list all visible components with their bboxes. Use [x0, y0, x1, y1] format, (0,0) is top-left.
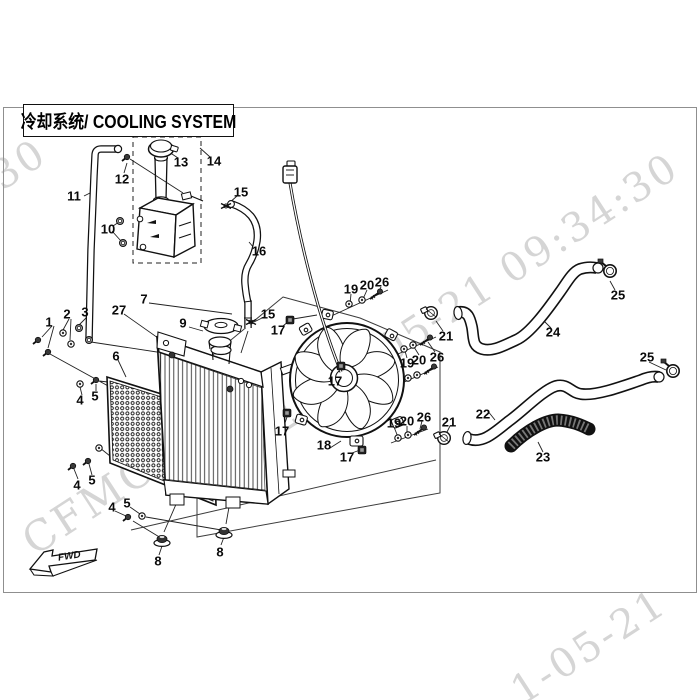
reservoir-tank: [136, 139, 204, 259]
corrugated-hose: [504, 413, 596, 453]
screw-26-icon: [419, 333, 434, 347]
washer-2-icon: [67, 340, 75, 348]
washer-5-icon: [76, 380, 84, 388]
radiator-bracket-top-left: [156, 331, 187, 359]
washer-20-icon: [358, 296, 366, 304]
breather-hose: [227, 200, 262, 354]
screw-26-icon: [369, 287, 384, 301]
clamp-21-icon: [419, 305, 438, 320]
bolt-4-icon: [67, 462, 77, 471]
upper-radiator-hose: [453, 261, 604, 356]
rubber-mount-8-icon: [215, 526, 233, 540]
wire-connector: [282, 160, 298, 184]
fwd-arrow: [28, 548, 98, 577]
rubber-mount-8-icon: [153, 534, 171, 548]
clamp-21-icon: [432, 430, 451, 445]
radiator-bracket-top-right: [226, 377, 253, 393]
damper-17-icon: [357, 445, 367, 455]
fan-wire: [282, 160, 343, 373]
bolt-4-icon: [90, 376, 100, 385]
fan-assembly: [289, 308, 405, 447]
radiator-cap: [199, 317, 243, 365]
washer-19-icon: [400, 345, 408, 353]
washer-5-icon: [95, 444, 103, 452]
nut-10-icon: [118, 239, 128, 247]
overflow-hose: [85, 144, 123, 341]
bolt-12-icon: [121, 153, 131, 162]
page-title: 冷却系统/ COOLING SYSTEM: [20, 111, 237, 132]
nut-3-icon: [74, 324, 84, 332]
bolt-1-icon: [32, 336, 42, 345]
screw-26-icon: [423, 362, 438, 376]
washer-20-icon: [409, 341, 417, 349]
nut-10-icon: [115, 217, 125, 225]
nut-3-icon: [84, 336, 94, 344]
damper-17-icon: [282, 408, 292, 418]
washer-2-icon: [59, 329, 67, 337]
washer-20-icon: [404, 431, 412, 439]
bolt-4-icon: [82, 457, 92, 466]
bolt-1-icon: [42, 348, 52, 357]
washer-20-icon: [413, 371, 421, 379]
washer-19-icon: [345, 300, 353, 308]
lower-radiator-hose: [462, 370, 665, 447]
washer-5-icon: [138, 512, 146, 520]
damper-17-icon: [285, 315, 295, 325]
reservoir-cap: [147, 139, 179, 158]
title-box: 冷却系统/ COOLING SYSTEM: [20, 104, 237, 137]
damper-17-icon: [336, 361, 346, 371]
washer-19-icon: [404, 374, 412, 382]
radiator: [156, 317, 296, 509]
fan-shroud-tabs: [294, 308, 405, 447]
washer-19-icon: [394, 434, 402, 442]
